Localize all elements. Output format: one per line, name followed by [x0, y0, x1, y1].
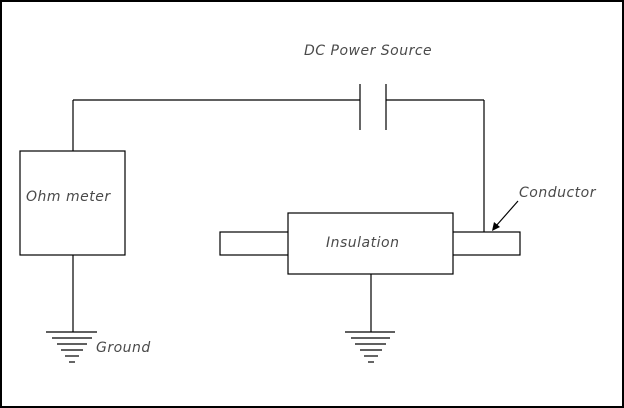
conductor-leader-arrowhead — [492, 222, 500, 231]
ohm-meter-label: Ohm meter — [26, 189, 111, 205]
ground-label: Ground — [96, 340, 151, 356]
insulation-label: Insulation — [326, 235, 400, 251]
conductor-leader-line — [495, 200, 519, 227]
dc-power-source-label: DC Power Source — [304, 43, 433, 59]
insulation-box — [287, 212, 454, 275]
ground-symbol-left — [46, 331, 97, 363]
ground-symbol-right — [345, 331, 395, 363]
conductor-label: Conductor — [519, 185, 596, 201]
